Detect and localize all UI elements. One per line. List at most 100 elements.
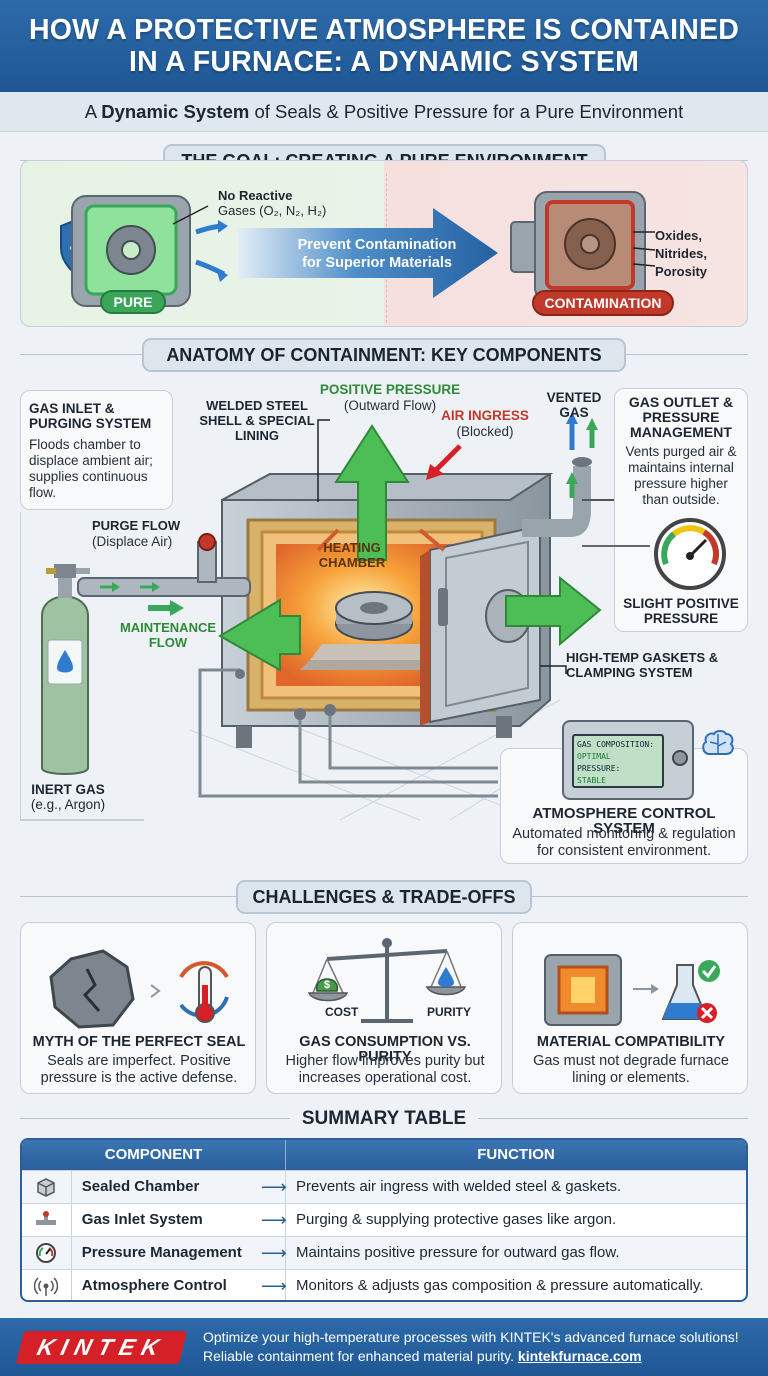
challenge-compatibility-title: MATERIAL COMPATIBILITY xyxy=(536,1034,726,1050)
challenge-seal-desc: Seals are imperfect. Positive pressure i… xyxy=(40,1053,238,1086)
summary-section-title: SUMMARY TABLE xyxy=(290,1106,478,1132)
gaskets-label: HIGH-TEMP GASKETS & CLAMPING SYSTEM xyxy=(566,650,719,680)
page-title: HOW A PROTECTIVE ATMOSPHERE IS CONTAINED… xyxy=(0,0,768,78)
row-function: Prevents air ingress with welded steel &… xyxy=(296,1178,622,1195)
no-reactive-line-2: Gases (O₂, N₂, H₂) xyxy=(218,203,327,218)
row-component-name: Gas Inlet System xyxy=(81,1211,203,1228)
subtitle-suffix: of Seals & Positive Pressure for a Pure … xyxy=(249,101,684,122)
shell-label: WELDED STEEL SHELL & SPECIAL LINING xyxy=(199,398,315,443)
row-function: Purging & supplying protective gases lik… xyxy=(296,1211,617,1228)
row-component-name: Sealed Chamber xyxy=(81,1178,200,1195)
outlet-pipe xyxy=(522,412,650,547)
outlet-title: GAS OUTLET & PRESSURE MANAGEMENT xyxy=(628,394,734,440)
pure-chamber-illustration xyxy=(60,195,228,307)
challenge-card-consumption: $ COST PURITY GAS CONSUMPTION VS. PURITY… xyxy=(266,922,502,1094)
control-knob-icon xyxy=(672,750,688,766)
challenge-card-compatibility: MATERIAL COMPATIBILITY Gas must not degr… xyxy=(512,922,748,1094)
row-function: Monitors & adjusts gas composition & pre… xyxy=(296,1277,704,1294)
compatibility-icon xyxy=(544,954,720,1026)
table-cell-component: Gas Inlet System ⟶ xyxy=(22,1204,287,1236)
prevent-contamination-arrow xyxy=(238,208,498,298)
row-function: Maintains positive pressure for outward … xyxy=(296,1244,620,1261)
control-title: ATMOSPHERE CONTROL SYSTEM xyxy=(532,805,716,837)
arrow-text: Prevent Contamination for Superior Materi… xyxy=(282,236,472,272)
row-component-name: Atmosphere Control xyxy=(81,1277,227,1294)
defect-oxides: Oxides, xyxy=(655,228,702,243)
challenge-seal-title: MYTH OF THE PERFECT SEAL xyxy=(32,1034,246,1050)
displace-air-label: (Displace Air) xyxy=(92,534,173,549)
gear-part-icon xyxy=(335,591,413,641)
antenna-icon xyxy=(22,1270,72,1300)
table-cell-component: Sealed Chamber ⟶ xyxy=(22,1171,287,1203)
outward-flow-label: (Outward Flow) xyxy=(343,398,437,413)
purge-flow-label: PURGE FLOW xyxy=(92,518,181,533)
table-header: COMPONENT FUNCTION xyxy=(22,1140,746,1170)
heating-chamber-label: HEATING CHAMBER xyxy=(318,540,386,570)
pressure-gauge-icon xyxy=(654,518,726,590)
footer-line-2: Reliable containment for enhanced materi… xyxy=(203,1347,763,1366)
subtitle-bold: Dynamic System xyxy=(101,101,250,122)
challenge-consumption-desc: Higher flow improves purity but increase… xyxy=(285,1053,485,1086)
screen-line-3: PRESSURE: xyxy=(577,764,621,773)
vented-gas-label: VENTED GAS xyxy=(546,390,602,420)
control-screen: GAS COMPOSITION: OPTIMAL PRESSURE: STABL… xyxy=(572,734,664,788)
gauge-label: SLIGHT POSITIVE PRESSURE xyxy=(623,596,739,626)
inert-gas-example: (e.g., Argon) xyxy=(30,797,106,812)
subtitle-prefix: A xyxy=(84,101,102,122)
box-icon xyxy=(22,1171,72,1203)
challenge-compatibility-desc: Gas must not degrade furnace lining or e… xyxy=(533,1053,729,1086)
contamination-badge: CONTAMINATION xyxy=(532,290,674,316)
pure-badge: PURE xyxy=(100,290,166,314)
arrow-right-icon: ⟶ xyxy=(261,1243,287,1263)
defect-porosity: Porosity xyxy=(655,264,708,279)
kintek-logo: KINTEK xyxy=(15,1331,188,1364)
footer-link[interactable]: kintekfurnace.com xyxy=(517,1348,642,1364)
svg-text:$: $ xyxy=(324,979,330,991)
table-cell-component: Atmosphere Control ⟶ xyxy=(22,1270,287,1300)
anatomy-section-title: ANATOMY OF CONTAINMENT: KEY COMPONENTS xyxy=(142,338,626,372)
title-line-2: IN A FURNACE: A DYNAMIC SYSTEM xyxy=(128,46,640,78)
arrow-text-line-1: Prevent Contamination xyxy=(297,237,457,253)
outlet-card: GAS OUTLET & PRESSURE MANAGEMENT Vents p… xyxy=(614,388,748,632)
arrow-text-line-2: for Superior Materials xyxy=(302,255,452,271)
footer-text: Optimize your high-temperature processes… xyxy=(203,1328,763,1366)
screen-line-4: STABLE xyxy=(577,776,606,785)
positive-pressure-label: POSITIVE PRESSURE xyxy=(319,382,461,397)
arrow-right-icon: ⟶ xyxy=(261,1276,287,1296)
inlet-title: GAS INLET & PURGING SYSTEM xyxy=(29,401,152,431)
brain-icon xyxy=(702,730,734,755)
defects-list: Oxides, Nitrides, Porosity xyxy=(655,227,745,281)
challenges-section-title: CHALLENGES & TRADE-OFFS xyxy=(236,880,532,914)
balance-scale-icon: $ xyxy=(307,938,467,1023)
inlet-card-border xyxy=(20,512,22,820)
footer-line-1: Optimize your high-temperature processes… xyxy=(203,1329,739,1345)
inlet-pipe xyxy=(77,533,251,616)
row-component-name: Pressure Management xyxy=(81,1244,242,1261)
maintenance-flow-label: MAINTENANCE FLOW xyxy=(119,620,217,650)
furnace-door xyxy=(420,524,541,726)
screen-line-2: OPTIMAL xyxy=(577,752,611,761)
outlet-desc: Vents purged air & maintains internal pr… xyxy=(625,444,737,507)
furnace-diagram xyxy=(77,412,650,821)
air-ingress-label: AIR INGRESS xyxy=(441,408,529,423)
inlet-card: GAS INLET & PURGING SYSTEM Floods chambe… xyxy=(20,390,173,510)
header-banner: HOW A PROTECTIVE ATMOSPHERE IS CONTAINED… xyxy=(0,0,768,92)
table-cell-component: Pressure Management ⟶ xyxy=(22,1237,287,1269)
defect-nitrides: Nitrides, xyxy=(655,246,708,261)
table-body: Sealed Chamber ⟶ Prevents air ingress wi… xyxy=(22,1170,746,1300)
cylinder-frame-bottom xyxy=(20,819,144,821)
challenge-card-seal: MYTH OF THE PERFECT SEAL Seals are imper… xyxy=(20,922,256,1094)
arrow-right-icon: ⟶ xyxy=(261,1177,287,1197)
no-reactive-line-1: No Reactive xyxy=(218,188,293,203)
inert-gas-label: INERT GAS(e.g., Argon) xyxy=(22,782,114,812)
gauge-icon xyxy=(22,1237,72,1269)
summary-table: COMPONENT FUNCTION Sealed Chamber ⟶ Prev… xyxy=(20,1138,748,1302)
gear-icon xyxy=(106,225,156,275)
table-row: Sealed Chamber ⟶ Prevents air ingress wi… xyxy=(22,1170,746,1203)
control-desc: Automated monitoring & regulation for co… xyxy=(512,826,736,859)
rusty-gear-icon xyxy=(564,218,616,270)
table-row: Atmosphere Control ⟶ Monitors & adjusts … xyxy=(22,1269,746,1300)
title-line-1: HOW A PROTECTIVE ATMOSPHERE IS CONTAINED xyxy=(29,14,739,46)
inert-gas-title: INERT GAS xyxy=(31,782,105,797)
scale-purity-label: PURITY xyxy=(427,1005,472,1019)
